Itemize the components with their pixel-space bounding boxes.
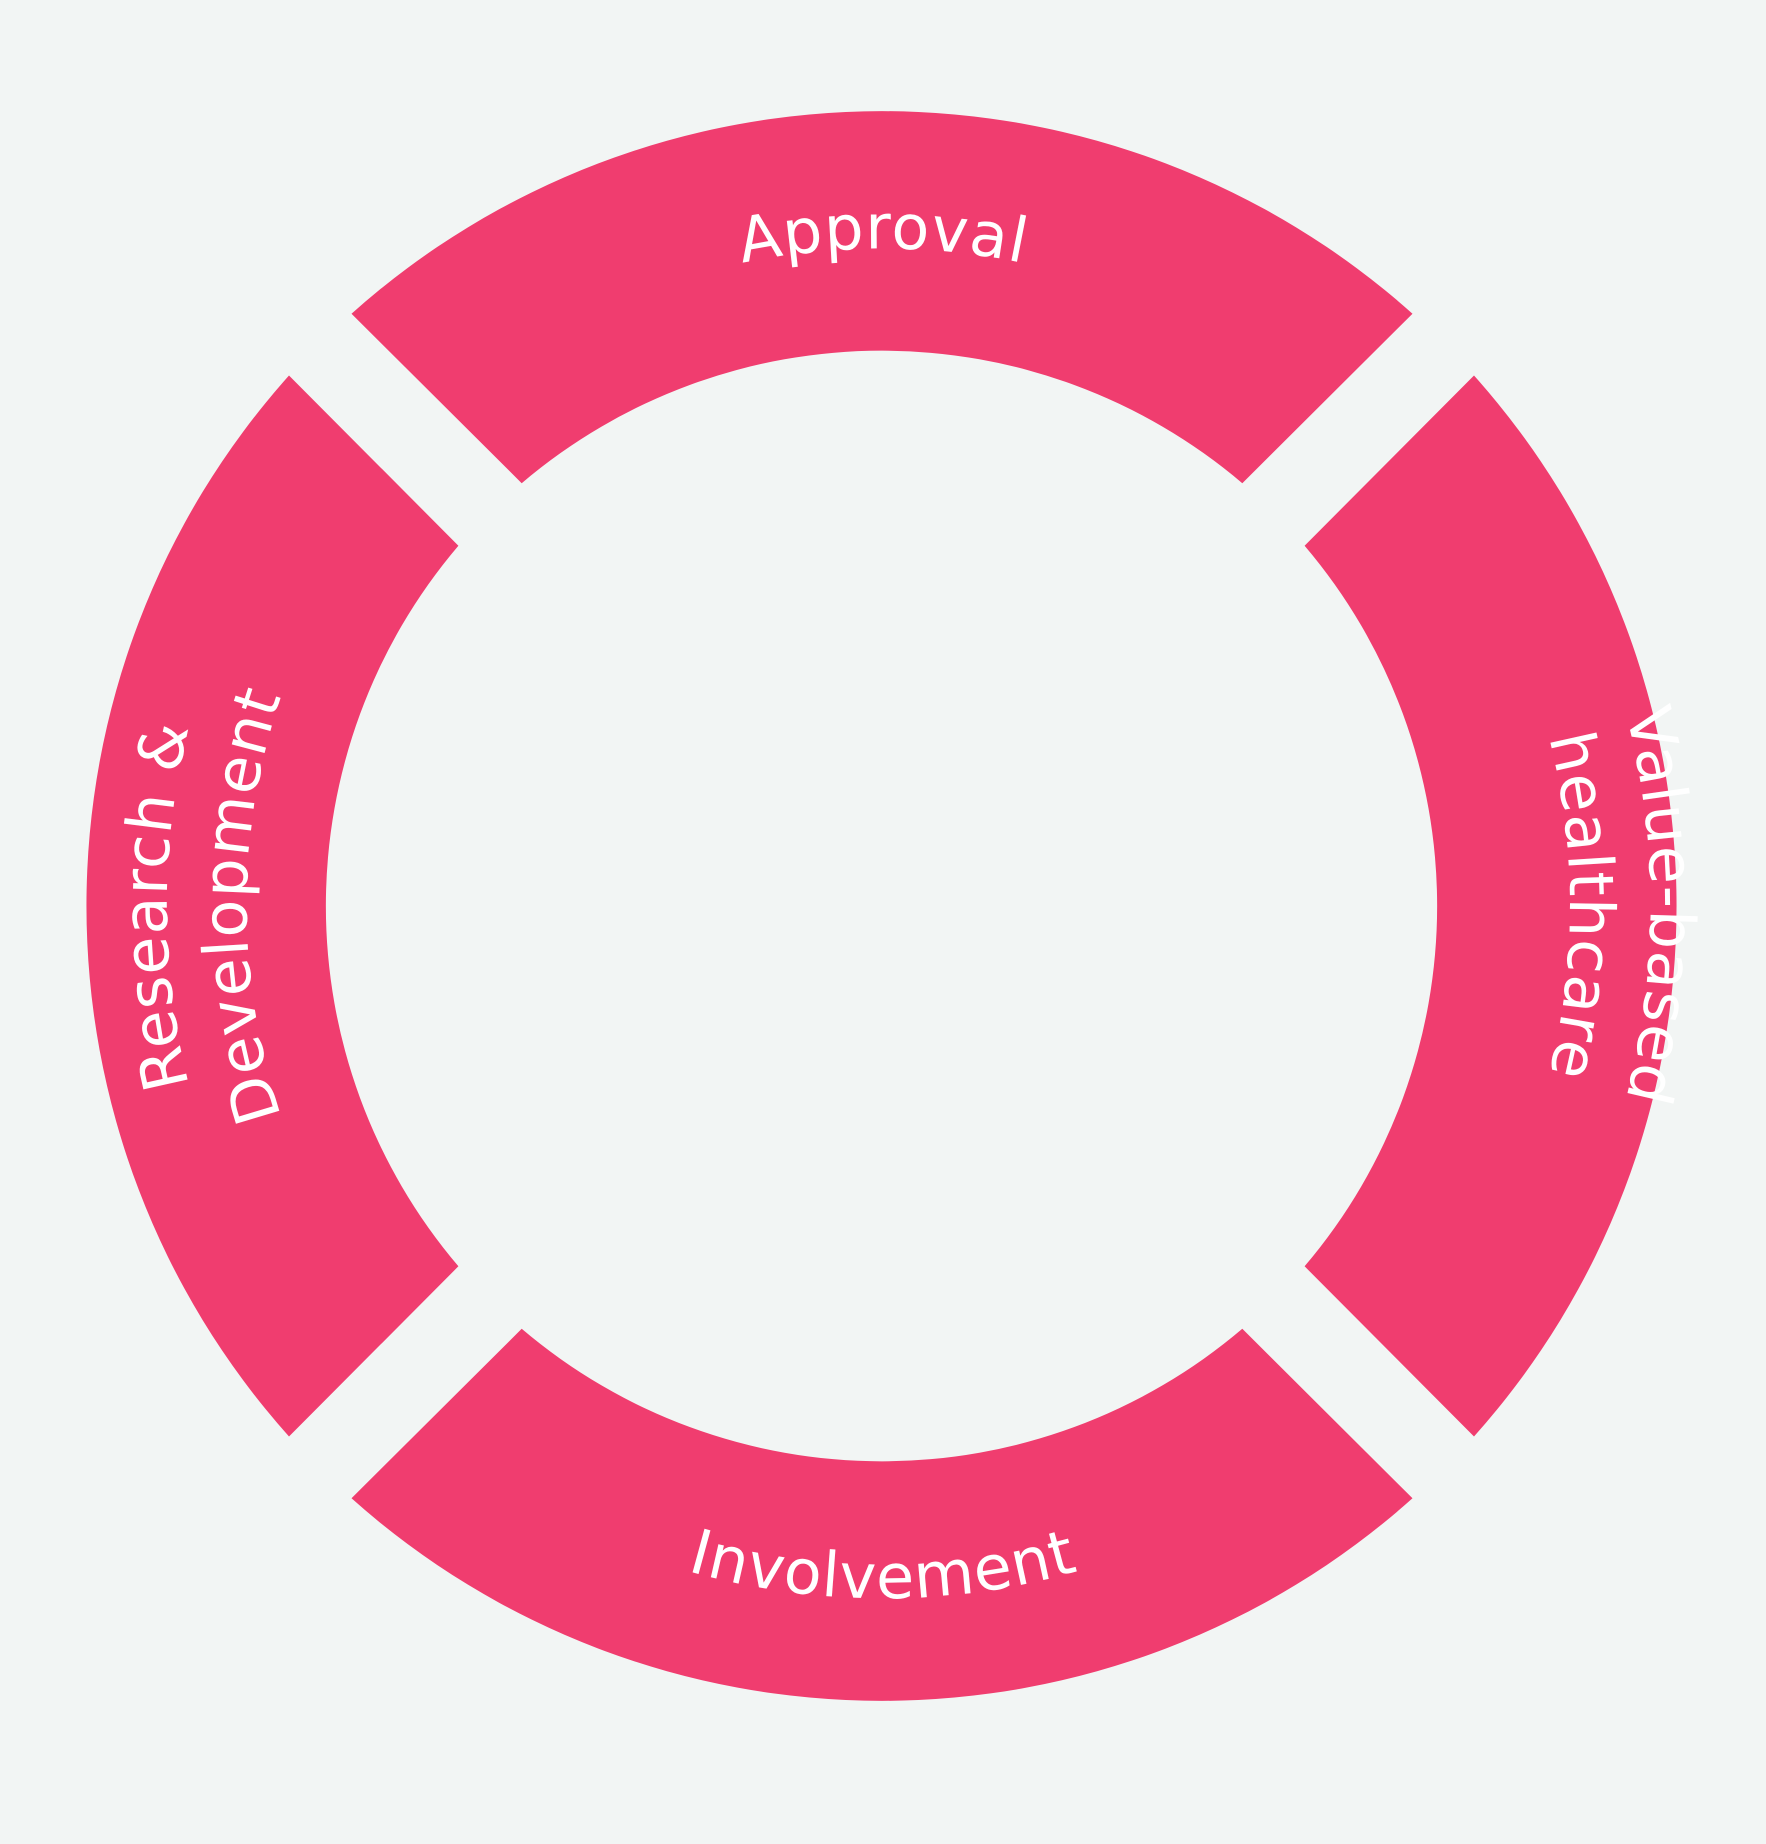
segment-approval: Approval xyxy=(351,111,1413,484)
segment-research-development-shape xyxy=(86,375,459,1437)
segment-approval-shape xyxy=(351,111,1413,484)
segment-involvement: Involvement xyxy=(351,1328,1413,1701)
segment-research-development: Research & Development xyxy=(86,375,459,1437)
segment-value-based-healthcare-shape xyxy=(1304,375,1677,1437)
segment-involvement-shape xyxy=(351,1328,1413,1701)
segment-value-based-healthcare: Value-based healthcare xyxy=(1304,375,1708,1437)
